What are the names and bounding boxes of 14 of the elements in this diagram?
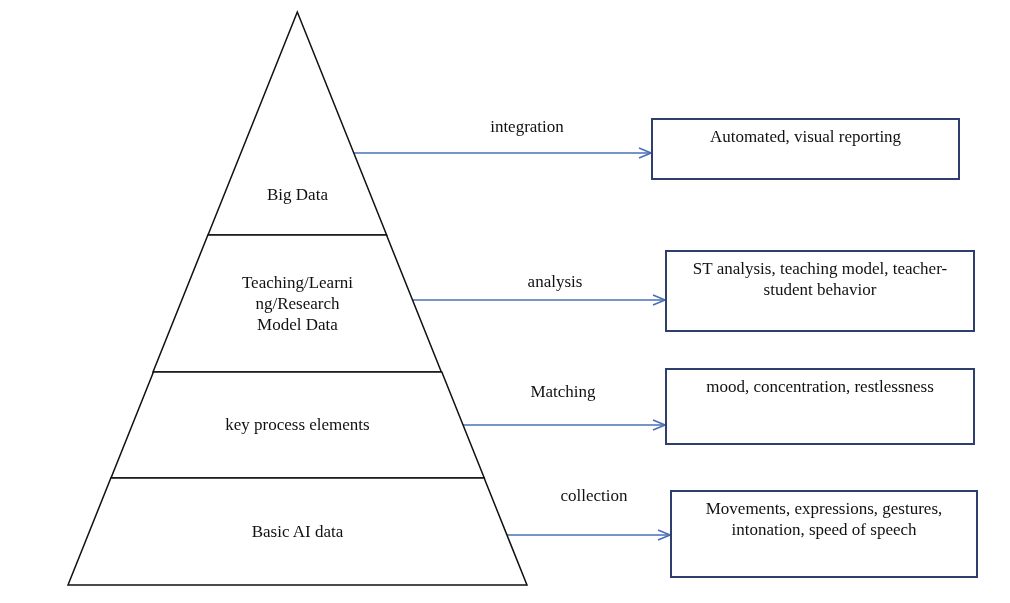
text-box: mood, concentration, restlessness	[665, 368, 975, 445]
text-box: Movements, expressions, gestures, intonation, speed of speech	[670, 490, 978, 578]
arrow	[506, 529, 671, 541]
arrow	[353, 147, 652, 159]
edge-label: Matching	[528, 382, 598, 402]
text-box: Automated, visual reporting	[651, 118, 960, 180]
arrow	[412, 294, 666, 306]
band-label: Basic AI data	[250, 520, 345, 543]
arrow	[462, 419, 666, 431]
text-box: ST analysis, teaching model, teacher-student behavior	[665, 250, 975, 332]
band-label: Teaching/Learni ng/Research Model Data	[240, 271, 355, 336]
band-label: Big Data	[266, 183, 329, 205]
band-label: key process elements	[224, 414, 371, 436]
edge-label: analysis	[525, 272, 585, 292]
